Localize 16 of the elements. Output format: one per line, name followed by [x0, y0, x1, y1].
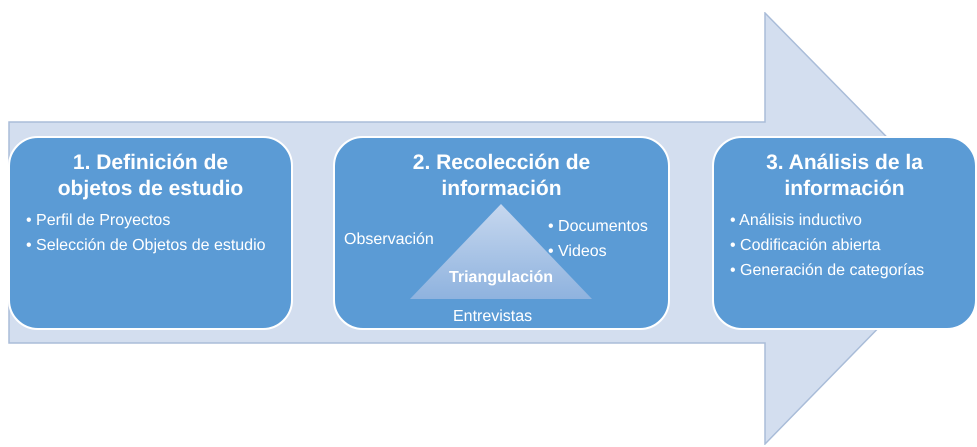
bullet-item: • Codificación abierta	[730, 236, 882, 256]
side-label: Entrevistas	[453, 308, 532, 326]
side-label: • Videos	[548, 243, 607, 261]
bullet-item: • Selección de Objetos de estudio	[26, 236, 267, 256]
side-label: • Documentos	[548, 218, 648, 236]
box-heading: 3. Análisis de la información	[765, 150, 924, 202]
triangle-label: Triangulación	[449, 269, 553, 287]
bullet-item: • Generación de categorías	[730, 261, 926, 281]
side-label: Observación	[344, 231, 434, 249]
process-box	[712, 136, 977, 330]
bullet-item: • Perfil de Proyectos	[26, 211, 172, 231]
box-heading: 1. Definición de objetos de estudio	[56, 150, 244, 202]
process-box	[8, 136, 293, 330]
box-heading: 2. Recolección de información	[412, 150, 592, 202]
process-box	[333, 136, 670, 330]
bullet-item: • Análisis inductivo	[730, 211, 863, 231]
